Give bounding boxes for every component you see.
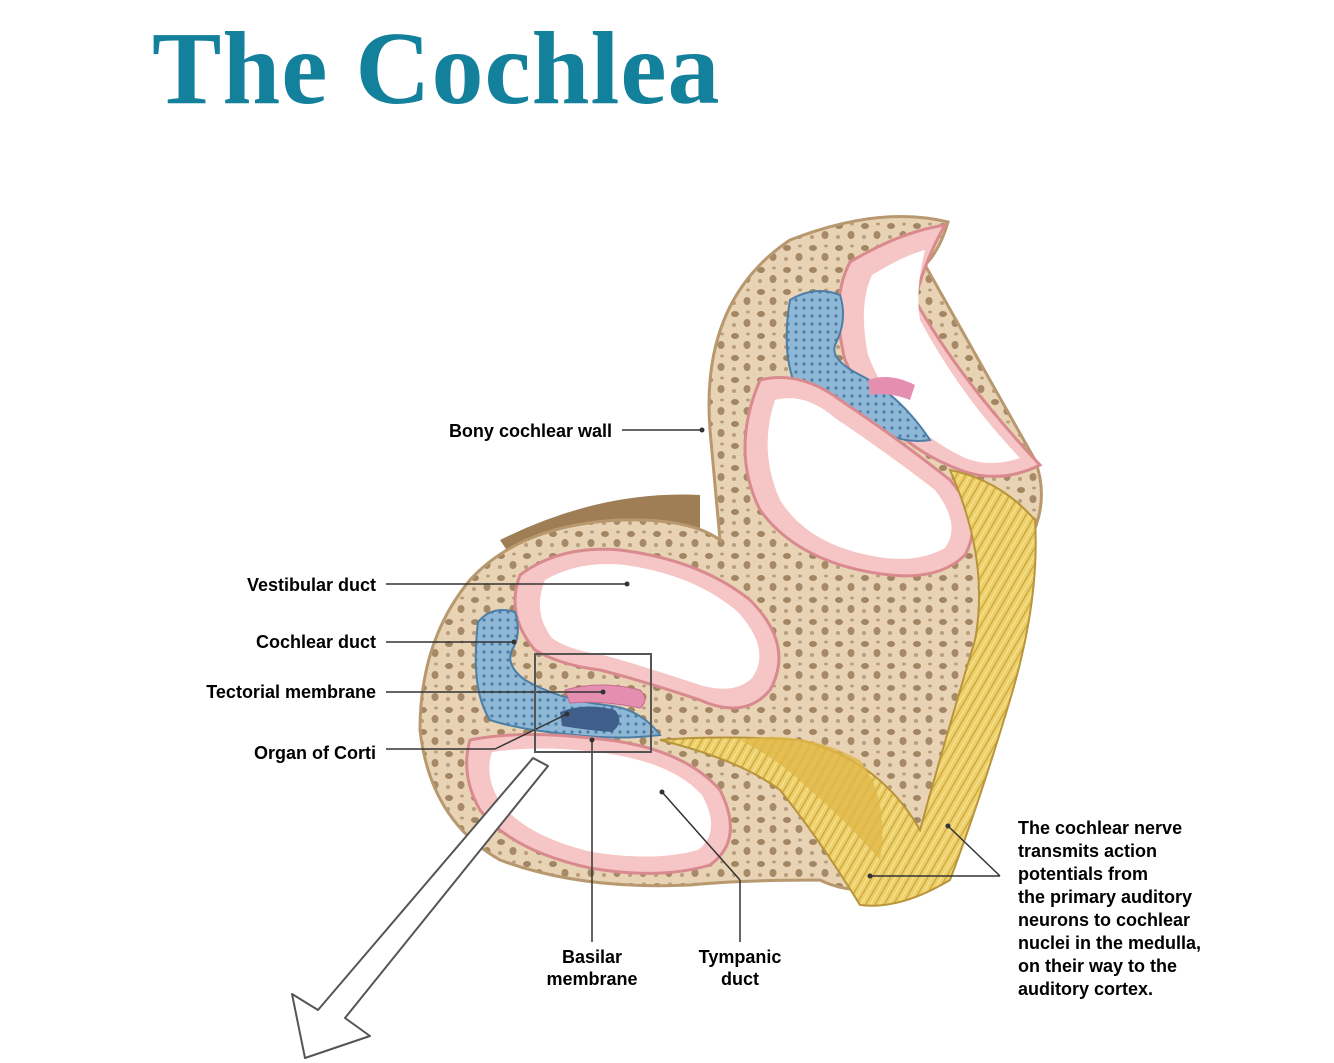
- note-line: auditory cortex.: [1018, 978, 1318, 1001]
- note-line: potentials from: [1018, 863, 1318, 886]
- label-basilar-membrane: Basilar membrane: [522, 946, 662, 990]
- label-vestibular-duct: Vestibular duct: [160, 574, 376, 596]
- note-line: the primary auditory: [1018, 886, 1318, 909]
- cochlear-nerve-note: The cochlear nerve transmits action pote…: [1018, 817, 1318, 1001]
- note-line: nuclei in the medulla,: [1018, 932, 1318, 955]
- label-bony-cochlear-wall: Bony cochlear wall: [400, 420, 612, 442]
- note-line: on their way to the: [1018, 955, 1318, 978]
- label-tectorial-membrane: Tectorial membrane: [150, 681, 376, 703]
- label-basilar-line1: Basilar: [522, 946, 662, 968]
- note-line: transmits action: [1018, 840, 1318, 863]
- label-organ-of-corti: Organ of Corti: [160, 742, 376, 764]
- zoom-arrow-icon: [292, 758, 548, 1058]
- note-line: neurons to cochlear: [1018, 909, 1318, 932]
- label-tympanic-duct: Tympanic duct: [670, 946, 810, 990]
- label-cochlear-duct: Cochlear duct: [160, 631, 376, 653]
- label-tympanic-line2: duct: [670, 968, 810, 990]
- label-tympanic-line1: Tympanic: [670, 946, 810, 968]
- note-line: The cochlear nerve: [1018, 817, 1318, 840]
- label-basilar-line2: membrane: [522, 968, 662, 990]
